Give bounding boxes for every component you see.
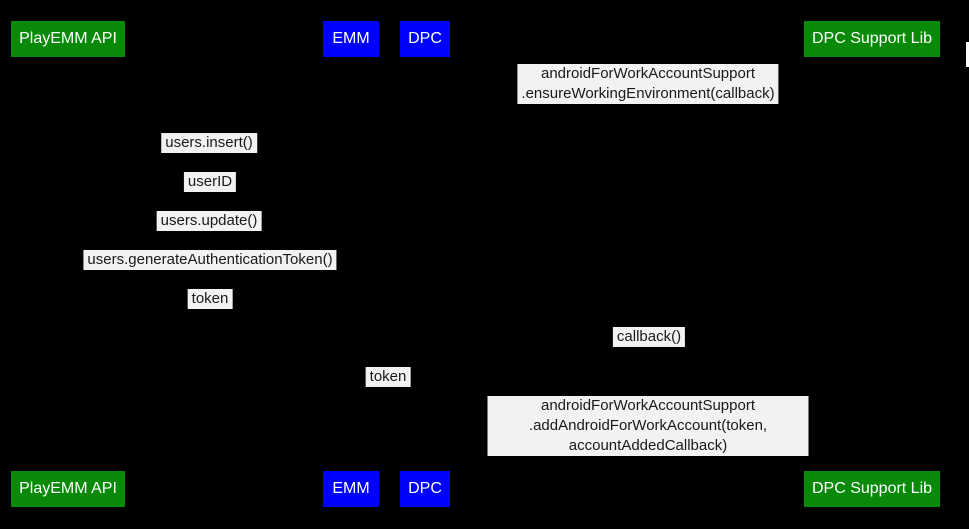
- message-users-insert: users.insert(): [161, 133, 257, 153]
- actor-label: PlayEMM API: [19, 30, 117, 47]
- actor-dpc-bottom: DPC: [400, 471, 450, 507]
- scrollbar-thumb-fragment[interactable]: [966, 42, 969, 67]
- actor-playemm-api-bottom: PlayEMM API: [11, 471, 125, 507]
- message-token-to-emm: token: [187, 289, 233, 309]
- actor-label: DPC: [408, 30, 442, 47]
- actor-label: DPC Support Lib: [811, 480, 933, 497]
- message-token-to-dpc: token: [365, 367, 411, 387]
- actor-label: DPC Support Lib: [811, 30, 933, 47]
- actor-label: PlayEMM API: [19, 480, 117, 497]
- actor-label: EMM: [332, 30, 370, 47]
- message-add-android-for-work-account: androidForWorkAccountSupport .addAndroid…: [487, 396, 809, 456]
- message-user-id: userID: [183, 172, 237, 192]
- message-generate-authentication-token: users.generateAuthenticationToken(): [83, 250, 337, 270]
- actor-label: DPC: [408, 480, 442, 497]
- message-callback: callback(): [612, 327, 686, 347]
- actor-dpc-support-lib-bottom: DPC Support Lib: [804, 471, 940, 507]
- actor-dpc-top: DPC: [400, 21, 450, 57]
- message-ensure-working-environment: androidForWorkAccountSupport .ensureWork…: [517, 64, 779, 104]
- actor-emm-top: EMM: [323, 21, 379, 57]
- actor-playemm-api-top: PlayEMM API: [11, 21, 125, 57]
- message-users-update: users.update(): [156, 211, 262, 231]
- actor-label: EMM: [332, 480, 370, 497]
- actor-emm-bottom: EMM: [323, 471, 379, 507]
- actor-dpc-support-lib-top: DPC Support Lib: [804, 21, 940, 57]
